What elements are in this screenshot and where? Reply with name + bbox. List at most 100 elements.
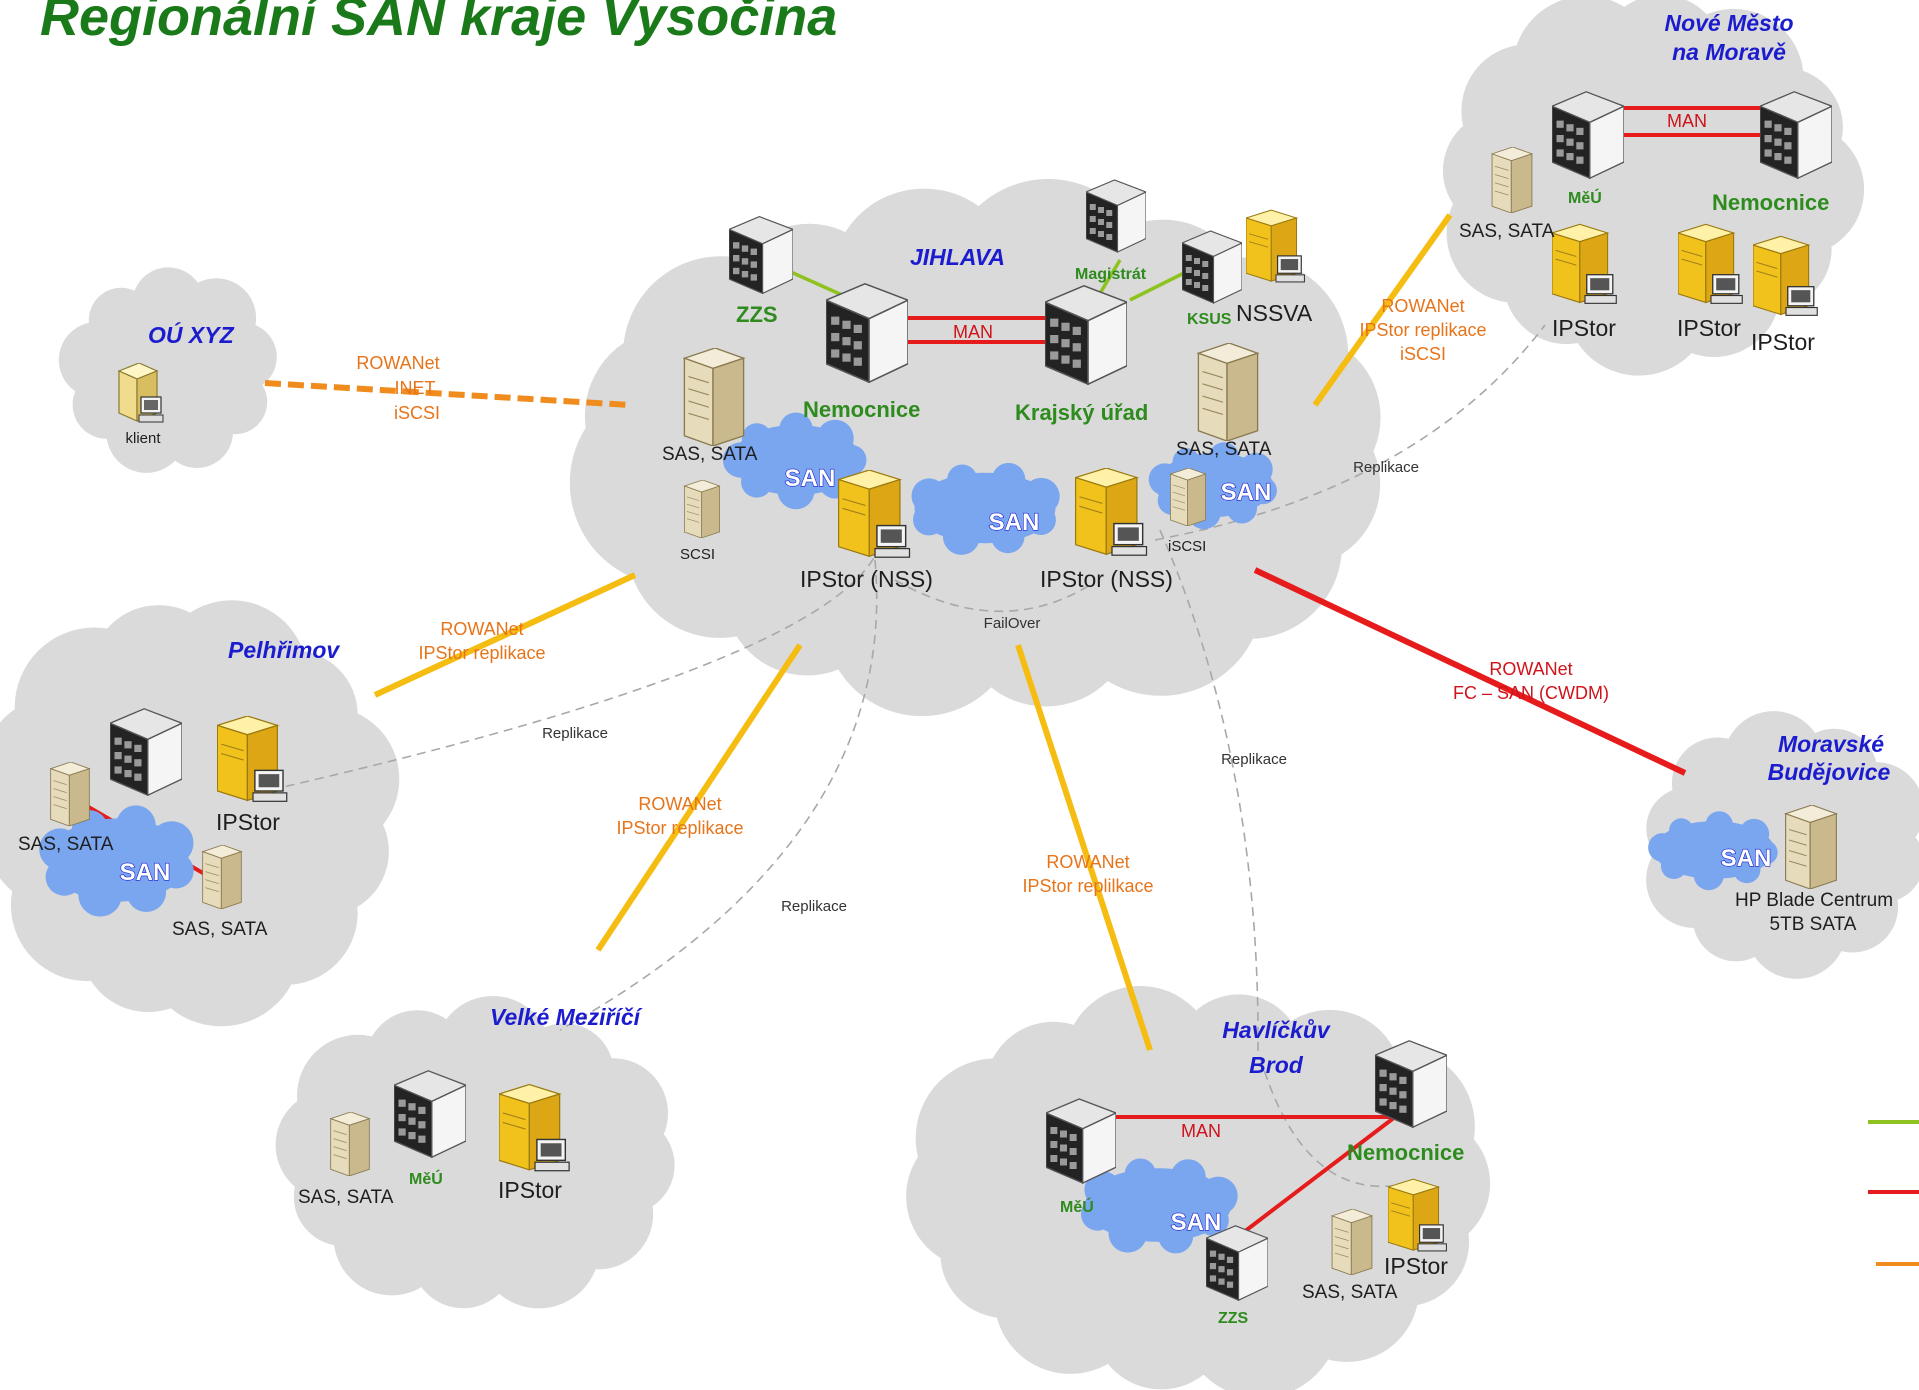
blade-storage-icon [1785,805,1837,889]
san-label: SAN [989,509,1040,536]
ksus-server-icon [1182,230,1242,304]
san-label: SAN [785,465,836,492]
nove-mesto-link-line3: iSCSI [1400,344,1446,364]
ipstor-server-icon [1552,223,1617,305]
sas-sata-label: SAS, SATA [1302,1282,1398,1303]
storage-icon [50,762,90,826]
storage-icon [1331,1209,1373,1275]
ipstor-server-icon [1678,223,1743,305]
ou-xyz-link-line1: ROWANet [356,353,439,373]
nove-mesto-link-line2: IPStor replikace [1359,320,1486,340]
ipstor-server-icon [1075,468,1148,556]
replikace-label: Replikace [1221,751,1287,768]
scsi-storage-icon [684,480,720,538]
ipstor-label: IPStor [1751,329,1815,355]
velke-mezirici-link-line1: ROWANet [638,794,721,814]
cloud-ou-xyz [58,267,277,473]
zzs-server-icon [729,216,793,294]
hp-blade-line2: 5TB SATA [1770,914,1857,935]
sas-sata-label: SAS, SATA [18,834,114,855]
man-label: MAN [1181,1121,1221,1141]
client-pc-icon [118,363,164,423]
ipstor-server-icon [1753,235,1818,317]
cloud-moravske-budejovice [1646,711,1919,979]
moravske-budejovice-link-line2: FC – SAN (CWDM) [1453,683,1609,703]
sas-sata-label: SAS, SATA [172,919,268,940]
nssva-server-icon [1246,209,1306,283]
sas-sata-label: SAS, SATA [662,444,758,465]
cloud-velke-mezirici [275,996,675,1309]
san-cloud [39,805,194,917]
region-moravske-budejovice-line1: Moravské [1778,731,1884,757]
magistrat-server-icon [1086,179,1146,253]
sas-sata-label: SAS, SATA [1459,221,1555,242]
meu-label: MěÚ [1060,1197,1094,1216]
san-label: SAN [1221,479,1272,506]
replikace-label: Replikace [781,898,847,915]
havlickuv-brod-link-line2: IPStor replilkace [1022,876,1153,896]
storage-icon [1491,147,1533,213]
black-server-icon [110,708,182,796]
text-labels: Regionální SAN kraje Vysočina JIHLAVA OÚ… [18,0,1893,1327]
region-pelhrimov: Pelhřimov [228,637,340,663]
san-cloud [1648,811,1778,891]
man-label: MAN [953,322,993,342]
storage-icon [202,845,242,909]
hp-blade-line1: HP Blade Centrum [1735,890,1893,911]
replikace-label: Replikace [1353,459,1419,476]
ou-xyz-link-line3: iSCSI [394,403,440,423]
san-label: SAN [1171,1209,1222,1236]
zzs-label: ZZS [736,302,778,327]
zzs-label: ZZS [1218,1310,1249,1327]
ipstor-nss-label: IPStor (NSS) [1040,566,1173,592]
storage-icon [330,1112,370,1176]
krajsky-urad-label: Krajský úřad [1015,400,1148,425]
region-havlickuv-brod-line2: Brod [1249,1052,1304,1078]
san-cloud [1081,1158,1238,1254]
region-jihlava: JIHLAVA [910,244,1005,270]
nemocnice-server-icon [1375,1040,1447,1128]
scsi-label: SCSI [680,546,715,563]
havlickuv-brod-link-line1: ROWANet [1046,852,1129,872]
region-havlickuv-brod-line1: Havlíčkův [1222,1017,1331,1043]
ipstor-server-icon [217,716,288,803]
ipstor-label: IPStor [1384,1253,1448,1279]
ksus-label: KSUS [1187,311,1232,328]
iscsi-storage-icon [1170,468,1206,526]
ou-xyz-link-line2: INET [394,378,435,398]
man-label: MAN [1667,111,1707,131]
nemocnice-server-icon [826,283,908,383]
nove-mesto-link-line1: ROWANet [1381,296,1464,316]
ipstor-label: IPStor [1677,315,1741,341]
san-cloud [722,412,867,510]
pelhrimov-link-line1: ROWANet [440,619,523,639]
ipstor-nss-label: IPStor (NSS) [800,566,933,592]
magistrat-label: Magistrát [1075,266,1147,283]
san-label: SAN [120,859,171,886]
nssva-label: NSSVA [1236,300,1313,326]
ipstor-label: IPStor [1552,315,1616,341]
iscsi-label: iSCSI [1168,538,1206,555]
storage-icon [683,348,745,446]
failover-label: FailOver [984,615,1041,632]
sas-sata-label: SAS, SATA [1176,439,1272,460]
storage-icon [1197,343,1259,441]
velke-mezirici-link-line2: IPStor replikace [616,818,743,838]
ipstor-server-icon [499,1084,570,1172]
nemocnice-label: Nemocnice [1347,1140,1464,1165]
pelhrimov-link-line2: IPStor replikace [418,643,545,663]
meu-label: MěÚ [409,1169,443,1188]
meu-server-icon [394,1070,466,1158]
region-velke-mezirici: Velké Meziříčí [490,1004,643,1030]
region-moravske-budejovice-line2: Budějovice [1768,759,1891,785]
nemocnice-label: Nemocnice [803,397,920,422]
connection-lines [84,106,1919,1266]
meu-server-icon [1552,91,1624,179]
zzs-server-icon [1206,1225,1268,1301]
region-nove-mesto-line1: Nové Město [1664,10,1793,36]
sas-sata-label: SAS, SATA [298,1187,394,1208]
nemocnice-server-icon [1760,91,1832,179]
